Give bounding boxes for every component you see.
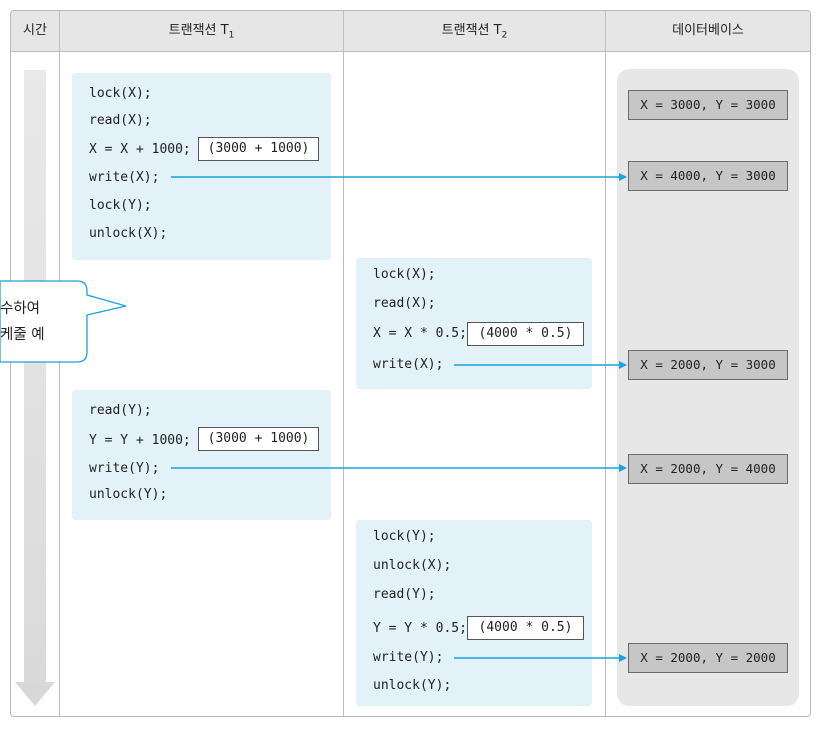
db-state-4: X = 2000, Y = 4000	[628, 454, 788, 484]
t1-block-1	[72, 73, 331, 260]
divider-time	[59, 11, 60, 716]
db-state-5: X = 2000, Y = 2000	[628, 643, 788, 673]
callout-line-1: 수하여	[0, 301, 41, 317]
t2b2-line-6: unlock(Y);	[373, 678, 452, 693]
header-t1-sub: 1	[228, 30, 235, 41]
header-t2: 트랜잭션 T2	[344, 11, 605, 51]
db-state-1: X = 3000, Y = 3000	[628, 90, 788, 120]
t2b1-calc-box: (4000 * 0.5)	[467, 322, 584, 346]
header-db: 데이터베이스	[672, 23, 744, 38]
db-state-3: X = 2000, Y = 3000	[628, 350, 788, 380]
t1b2-calc-box: (3000 + 1000)	[198, 427, 319, 451]
header-t2-label: 트랜잭션 T	[441, 23, 502, 38]
header-t1-label: 트랜잭션 T	[168, 23, 229, 38]
t2b2-line-5: write(Y);	[373, 650, 444, 665]
t1b2-line-1: read(Y);	[89, 403, 152, 418]
t2b1-line-2: read(X);	[373, 296, 436, 311]
header-time: 시간	[23, 23, 47, 38]
callout-bubble	[0, 280, 127, 363]
t1b2-line-4: unlock(Y);	[89, 487, 168, 502]
db-state-2: X = 4000, Y = 3000	[628, 161, 788, 191]
t2-block-2	[356, 520, 592, 706]
header-t1: 트랜잭션 T1	[60, 11, 343, 51]
t1b2-line-2: Y = Y + 1000;	[89, 433, 191, 448]
t2b1-line-3: X = X * 0.5;	[373, 326, 467, 341]
t1-block-2	[72, 390, 331, 520]
t1b1-line-3: X = X + 1000;	[89, 142, 191, 157]
divider-t2	[605, 11, 606, 716]
t2b2-line-3: read(Y);	[373, 587, 436, 602]
t2b2-line-2: unlock(X);	[373, 558, 452, 573]
t1b1-line-4: write(X);	[89, 170, 160, 185]
t1b1-calc-box: (3000 + 1000)	[198, 137, 319, 161]
t2b2-calc-box: (4000 * 0.5)	[467, 616, 584, 640]
t1b1-line-2: read(X);	[89, 113, 152, 128]
t2b1-line-1: lock(X);	[373, 267, 436, 282]
t1b2-line-3: write(Y);	[89, 461, 160, 476]
t2b2-line-1: lock(Y);	[373, 529, 436, 544]
t1b1-line-6: unlock(X);	[89, 226, 168, 241]
t1b1-line-1: lock(X);	[89, 86, 152, 101]
time-arrow-shaft	[24, 70, 46, 682]
t1b1-line-5: lock(Y);	[89, 198, 152, 213]
header-row: 시간 트랜잭션 T1 트랜잭션 T2 데이터베이스	[11, 11, 810, 52]
t2b1-line-4: write(X);	[373, 357, 444, 372]
callout-line-2: 케줄 예	[0, 327, 45, 343]
header-t2-sub: 2	[501, 30, 508, 41]
t2b2-line-4: Y = Y * 0.5;	[373, 621, 467, 636]
time-arrow-head	[15, 682, 55, 706]
divider-t1	[343, 11, 344, 716]
